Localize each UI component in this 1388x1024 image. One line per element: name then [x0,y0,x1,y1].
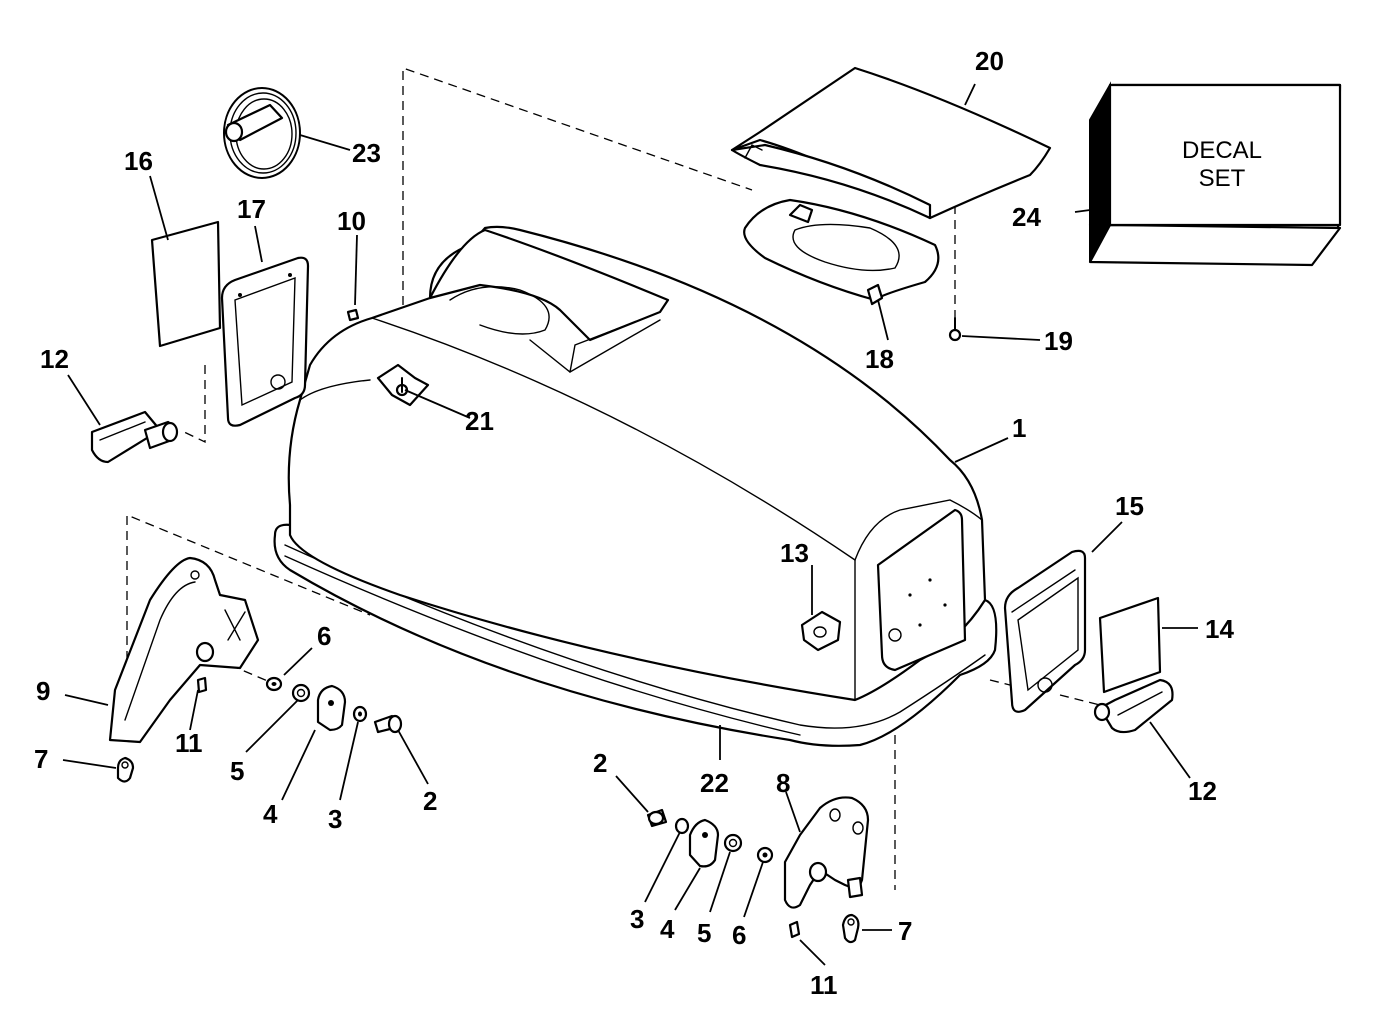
callout-24: 24 [1012,202,1041,232]
callout-11: 11 [175,728,203,758]
callout-21: 21 [465,406,494,436]
callout-5: 5 [697,918,711,948]
callout-6: 6 [317,621,331,651]
bracket-part-13 [800,610,842,652]
door-frame-part-15 [1003,549,1087,713]
decal-set-box-part-24: DECAL SET [1088,81,1342,267]
callout-11: 11 [810,970,838,1000]
washer-part-6-left [265,676,283,692]
pin-part-11-left [196,676,208,694]
latch-handle-part-12-left [90,410,179,464]
callout-6: 6 [732,920,746,950]
callout-9: 9 [36,676,50,706]
top-lid-part-20 [730,66,1052,220]
callout-16: 16 [124,146,153,176]
latch-handle-part-12-right [1093,678,1174,734]
decal-set-label-line1: DECAL [1182,137,1262,164]
mount-bracket-part-8 [783,796,870,909]
decal-set-label-line2: SET [1199,165,1246,192]
callout-20: 20 [975,46,1004,76]
callout-3: 3 [630,904,644,934]
washer-part-6-right [756,846,774,864]
callout-17: 17 [237,194,266,224]
callout-5: 5 [230,756,244,786]
screw-part-19 [948,317,962,342]
plate-part-4-left [316,684,347,732]
motor-cover-part-1 [273,225,998,747]
washer-part-3-right [674,817,690,835]
mount-bracket-part-9 [108,556,260,744]
callout-1: 1 [1012,413,1026,443]
snap-stud-part-7-left [116,756,135,783]
leader-lines [62,83,1198,966]
callout-4: 4 [263,799,278,829]
grommet-part-5-right [723,833,743,853]
bolt-part-2-right [646,808,668,828]
callout-23: 23 [352,138,381,168]
pin-part-11-right [788,920,801,939]
callout-15: 15 [1115,491,1144,521]
callout-7: 7 [34,744,48,774]
callout-14: 14 [1205,614,1234,644]
callout-18: 18 [865,344,894,374]
callout-labels: 1 2 2 3 3 4 4 5 5 6 6 7 7 8 9 10 11 11 1… [34,46,1234,1000]
callout-13: 13 [780,538,809,568]
callout-7: 7 [898,916,912,946]
washer-part-3-left [352,705,368,723]
fastener-part-10 [346,308,360,322]
callout-12: 12 [1188,776,1217,806]
callout-22: 22 [700,768,729,798]
coiled-cord-part-23 [223,87,301,179]
bolt-part-2-left [373,714,403,734]
pad-part-16 [150,220,222,348]
grommet-part-5-left [291,683,311,703]
callout-3: 3 [328,804,342,834]
callout-10: 10 [337,206,366,236]
callout-2: 2 [593,748,607,778]
callout-8: 8 [776,768,790,798]
snap-stud-part-7-right [841,913,860,944]
pad-part-14 [1098,596,1162,694]
callout-2: 2 [423,786,437,816]
callout-12: 12 [40,344,69,374]
plate-part-4-right [688,818,720,868]
door-frame-part-17 [220,256,310,427]
gasket-plate-part-18 [743,198,940,306]
callout-4: 4 [660,914,675,944]
callout-19: 19 [1044,326,1073,356]
